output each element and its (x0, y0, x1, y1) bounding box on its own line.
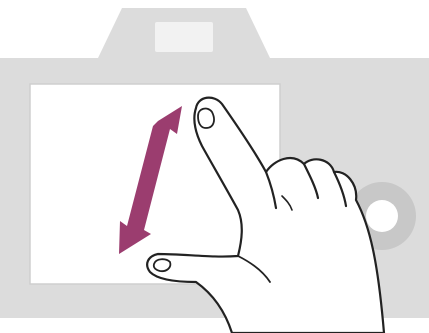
thumb-nail (154, 259, 171, 271)
viewfinder-window (155, 22, 213, 52)
index-fingernail (198, 109, 214, 128)
